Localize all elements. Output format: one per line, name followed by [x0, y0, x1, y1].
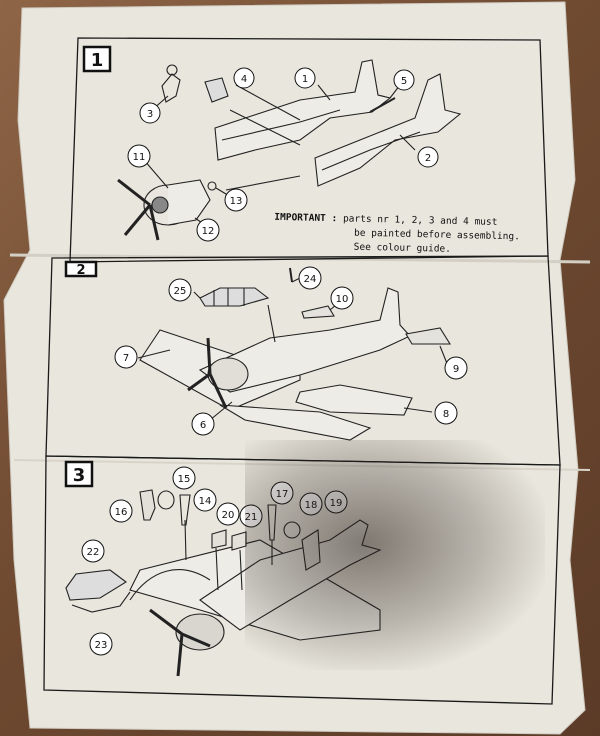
callout-23: 23	[89, 632, 113, 656]
callout-21-label: 21	[245, 512, 258, 523]
callout-13-label: 13	[230, 196, 243, 207]
callout-4-label: 4	[241, 74, 247, 85]
callout-1-label: 1	[302, 74, 308, 85]
callout-12: 12	[196, 218, 220, 242]
callout-9: 9	[444, 356, 468, 380]
important-note: IMPORTANT : parts nr 1, 2, 3 and 4 must …	[274, 211, 557, 259]
callout-11-label: 11	[133, 152, 146, 163]
step-2-number-box: 2	[64, 260, 98, 278]
callout-22-label: 22	[87, 547, 100, 558]
callout-21: 21	[239, 504, 263, 528]
callout-22: 22	[81, 539, 105, 563]
callout-11: 11	[127, 144, 151, 168]
callout-16: 16	[109, 499, 133, 523]
callout-16-label: 16	[115, 507, 128, 518]
callout-25: 25	[168, 278, 192, 302]
callout-20-label: 20	[222, 510, 235, 521]
callout-3-label: 3	[147, 109, 153, 120]
callout-5: 5	[393, 69, 415, 91]
callout-19-label: 19	[330, 498, 343, 509]
callout-2-label: 2	[425, 153, 431, 164]
callout-6-label: 6	[200, 420, 206, 431]
callout-7: 7	[114, 345, 138, 369]
callout-1: 1	[294, 67, 316, 89]
callout-6: 6	[191, 412, 215, 436]
callout-5-label: 5	[401, 76, 407, 87]
callout-8-label: 8	[443, 409, 449, 420]
callout-7-label: 7	[123, 353, 129, 364]
callout-14: 14	[193, 488, 217, 512]
callout-2: 2	[417, 146, 439, 168]
callout-13: 13	[224, 188, 248, 212]
step-1-number-box: 1	[82, 45, 112, 73]
callout-9-label: 9	[453, 364, 459, 375]
step-3-number: 3	[73, 465, 86, 486]
important-note-line-1: parts nr 1, 2, 3 and 4 must	[342, 213, 498, 228]
callout-8: 8	[434, 401, 458, 425]
callout-4: 4	[233, 67, 255, 89]
callout-10-label: 10	[336, 294, 349, 305]
callout-20: 20	[216, 502, 240, 526]
callout-15: 15	[172, 466, 196, 490]
callout-17-label: 17	[276, 489, 289, 500]
callout-12-label: 12	[202, 226, 215, 237]
callout-14-label: 14	[199, 496, 212, 507]
callout-3: 3	[139, 102, 161, 124]
callout-18: 18	[299, 492, 323, 516]
callout-18-label: 18	[305, 500, 318, 511]
callout-15-label: 15	[178, 474, 191, 485]
callout-23-label: 23	[95, 640, 108, 651]
step-1-illustration	[117, 59, 462, 241]
step-1-number: 1	[91, 50, 104, 71]
callout-24-label: 24	[304, 274, 317, 285]
step-3-number-box: 3	[64, 460, 94, 488]
callout-17: 17	[270, 481, 294, 505]
callout-19: 19	[324, 490, 348, 514]
callout-24: 24	[298, 266, 322, 290]
callout-10: 10	[330, 286, 354, 310]
step-2-number: 2	[76, 263, 85, 278]
important-note-lead: IMPORTANT :	[274, 211, 338, 225]
callout-25-label: 25	[174, 286, 187, 297]
